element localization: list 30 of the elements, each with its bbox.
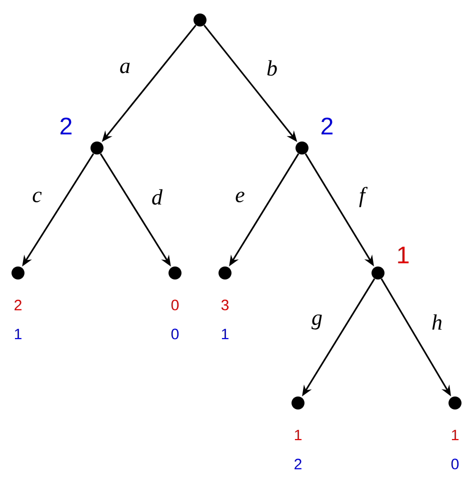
edge-label: f [359, 186, 368, 208]
edge-label: a [120, 62, 130, 74]
tree-node [448, 396, 462, 410]
payoff: 0 [171, 300, 179, 310]
payoff: 1 [14, 328, 22, 340]
tree-node [372, 266, 384, 280]
payoff: 3 [221, 300, 229, 310]
tree-node [296, 142, 308, 154]
player-number: 2 [322, 118, 332, 134]
payoff: 2 [294, 458, 302, 470]
tree-node [90, 142, 104, 154]
payoff: 2 [14, 300, 22, 310]
tree-node [194, 14, 206, 26]
tree-node [12, 266, 24, 280]
payoff: 0 [171, 328, 179, 340]
edge-label: d [152, 189, 163, 205]
tree-node [218, 266, 232, 280]
edge-label: e [236, 192, 244, 202]
payoff: 1 [222, 328, 228, 340]
tree-node [168, 266, 182, 280]
edge-label: b [267, 60, 277, 76]
payoff: 1 [294, 430, 302, 440]
player-number: 2 [60, 118, 72, 134]
edge-label: c [32, 192, 42, 202]
payoff: 0 [451, 458, 459, 470]
player-number: 1 [398, 246, 408, 264]
edge-label: h [432, 314, 442, 330]
edge-label: g [312, 314, 322, 330]
payoff: 1 [452, 430, 458, 440]
tree-node [292, 396, 304, 410]
